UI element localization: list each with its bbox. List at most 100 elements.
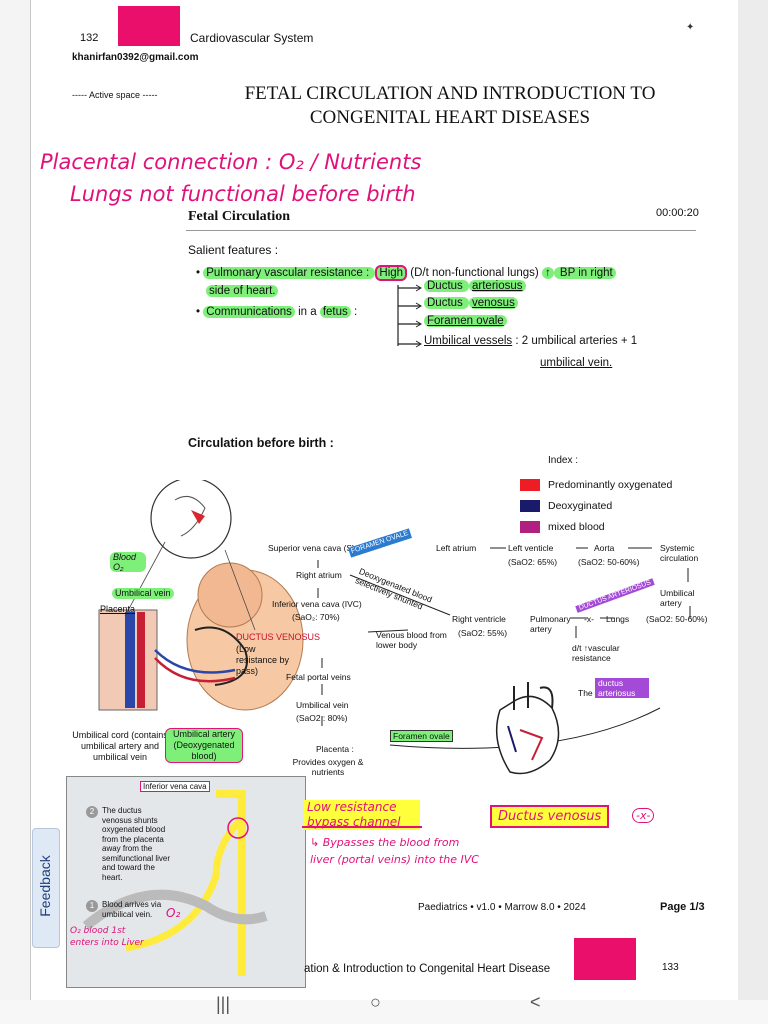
flow-lungs: Lungs — [606, 614, 630, 624]
flow-placenta: Placenta : — [316, 744, 354, 754]
right-margin — [738, 0, 768, 1024]
home-button[interactable]: ○ — [370, 992, 381, 1012]
arrow-line — [302, 826, 422, 828]
legend-label: mixed blood — [548, 520, 605, 533]
in-a-text: in a — [294, 306, 320, 318]
legend-swatch — [520, 520, 540, 533]
video-timestamp[interactable]: 00:00:20 — [656, 207, 699, 219]
arteriosus-word: arteriosus — [469, 280, 526, 292]
index-title: Index : — [548, 455, 579, 466]
ductus-cross-note: -x- — [632, 808, 655, 823]
inset-step-1-badge: 1 — [86, 900, 98, 912]
foramen-ovale-word: Foramen ovale — [424, 315, 507, 327]
bullet-pvr: • Pulmonary vascular resistance : High (… — [196, 263, 716, 284]
umbilical-cord-label: Umbilical cord (contains umbilical arter… — [72, 730, 168, 762]
page-tab-marker — [118, 6, 180, 46]
inset-liver-note: O₂ blood 1st enters into Liver — [70, 926, 144, 948]
ductus-venosus-label: DUCTUS VENOSUS — [236, 632, 321, 642]
flow-ivc: Inferior vena cava (IVC) — [272, 599, 362, 609]
flow-fetal-portal: Fetal portal veins — [286, 672, 351, 682]
low-resistance-note: Low resistance bypass channel — [304, 800, 420, 830]
sparkle-icon: ✦ — [686, 22, 695, 33]
handwritten-note-2: Lungs not functional before birth — [70, 182, 416, 206]
legend-item-deoxygenated: Deoxyginated — [520, 495, 700, 516]
inset-step-2-text: The ductus venosus shunts oxygenated blo… — [102, 806, 171, 882]
flow-right-ventricle: Right ventricle — [452, 614, 506, 624]
comm-umbilical-vein: umbilical vein. — [540, 357, 613, 369]
bypass-note: ↳ Bypasses the blood from liver (portal … — [310, 836, 479, 866]
inset-step-1-text: Blood arrives via umbilical vein. — [102, 900, 162, 919]
flow-foramen-ovale-label: Foramen ovale — [390, 730, 453, 742]
pvr-text: Pulmonary vascular resistance : — [203, 267, 376, 279]
flow-cross: -x- — [584, 614, 594, 624]
comm-umbilical-vessels: Umbilical vessels : 2 umbilical arteries… — [424, 335, 637, 347]
salient-label: Salient features : — [188, 243, 279, 257]
ductus-word-2: Ductus — [424, 297, 469, 309]
flow-venous-blood: Venous blood from lower body — [376, 630, 447, 650]
feedback-label[interactable]: Feedback — [37, 855, 53, 917]
legend-label: Deoxyginated — [548, 499, 613, 512]
inset-diagram — [82, 790, 268, 976]
umbilical-count-text: : 2 umbilical arteries + 1 — [512, 335, 638, 347]
legend: Predominantly oxygenated Deoxyginated mi… — [520, 474, 700, 537]
next-page-title: ation & Introduction to Congenital Heart… — [304, 963, 551, 975]
venosus-word: venosus — [469, 297, 518, 309]
up-arrow-icon: ↑ — [541, 267, 554, 279]
comm-ductus-arteriosus: Ductus arteriosus — [424, 280, 526, 292]
legend-item-mixed: mixed blood — [520, 516, 700, 537]
legend-swatch — [520, 478, 540, 491]
flow-left-atrium: Left atrium — [436, 543, 477, 553]
active-space-label: ----- Active space ----- — [72, 90, 158, 100]
inset-image — [66, 776, 306, 988]
back-button[interactable]: < — [530, 992, 541, 1012]
footer-info: Paediatrics • v1.0 • Marrow 8.0 • 2024 — [418, 902, 586, 913]
flow-aorta-sat: (SaO2: 50-60%) — [578, 557, 640, 567]
left-margin — [0, 0, 30, 1024]
flow-umbilical-artery: Umbilical artery — [660, 588, 695, 608]
page-number-top: 132 — [80, 32, 99, 44]
flow-the-ductus: The ductus arteriosus — [578, 678, 650, 698]
flow-ua-sat: (SaO2: 50-60%) — [646, 614, 708, 624]
communications-bracket — [397, 284, 422, 348]
recents-button[interactable]: ||| — [216, 994, 231, 1014]
ductus-venosus-note: (Low resistance by pass) — [236, 644, 290, 676]
section-heading: Fetal Circulation — [188, 209, 291, 224]
comm-ductus-venosus: Ductus venosus — [424, 297, 518, 309]
blood-o2-note: Blood O₂ — [110, 552, 146, 572]
feedback-tab[interactable] — [32, 828, 60, 948]
inset-o2-note: O₂ — [166, 906, 181, 920]
page-title: FETAL CIRCULATION AND INTRODUCTION TO CO… — [190, 82, 710, 130]
next-page-tab-marker — [574, 938, 636, 980]
title-line-2: CONGENITAL HEART DISEASES — [309, 107, 591, 128]
legend-swatch — [520, 499, 540, 512]
heart-illustration — [495, 682, 560, 775]
navigation-bar — [0, 1000, 768, 1024]
section-name: Cardiovascular System — [190, 31, 314, 45]
inset-ivc-label: Inferior vena cava — [140, 781, 210, 792]
placenta-label: Placenta — [100, 604, 136, 614]
next-page-number: 133 — [662, 962, 679, 973]
flow-lv-sat: (SaO2: 65%) — [508, 557, 558, 567]
bullet-communications: • Communications in a fetus : — [196, 306, 358, 318]
flow-svc: Superior vena cava (SVC) — [268, 543, 367, 553]
title-line-1: FETAL CIRCULATION AND INTRODUCTION TO — [244, 83, 656, 104]
flow-systemic: Systemic circulation — [660, 543, 699, 563]
flow-pulmonary-artery: Pulmonary artery — [530, 614, 571, 634]
inset-step-2-badge: 2 — [86, 806, 98, 818]
dt-text: (D/t non-functional lungs) — [407, 267, 542, 279]
flow-ivc-sat: (SaO₂: 70%) — [292, 612, 340, 622]
heading-divider — [186, 230, 696, 231]
flow-umbilical-vein: Umbilical vein — [296, 700, 349, 710]
fetus-illustration — [98, 480, 304, 711]
ductus-arteriosus-highlight: ductus arteriosus — [595, 678, 650, 698]
the-word: The — [578, 688, 593, 698]
ductus-venosus-box: Ductus venosus — [490, 805, 610, 828]
flow-rv-sat: (SaO2: 55%) — [458, 628, 508, 638]
umbilical-vessels-word: Umbilical vessels — [424, 335, 513, 347]
bullet-pvr-cont: side of heart. — [206, 285, 279, 297]
user-email: khanirfan0392@gmail.com — [72, 52, 199, 63]
comm-foramen-ovale: Foramen ovale — [424, 315, 507, 327]
flow-aorta: Aorta — [594, 543, 615, 553]
handwritten-note-1: Placental connection : O₂ / Nutrients — [40, 150, 422, 174]
flow-right-atrium: Right atrium — [296, 570, 342, 580]
